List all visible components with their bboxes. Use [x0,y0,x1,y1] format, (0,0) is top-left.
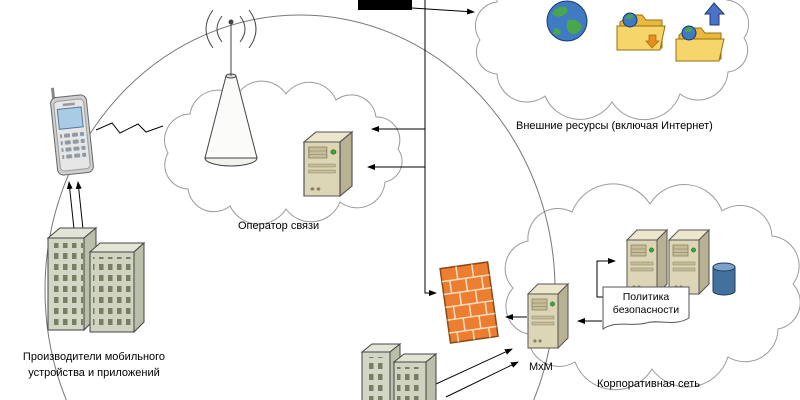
manufacturers-label-line2: устройства и приложений [28,367,160,379]
office-buildings-bottom-icon [360,342,438,400]
mxm-label: МхМ [529,361,553,373]
arrow-policy-to-server [596,258,616,298]
cutoff-box-top [358,0,412,10]
arrow-buildings-to-phone-2 [75,181,84,230]
database-icon [712,262,736,296]
mxm-server-icon [527,283,569,349]
security-policy-label-line2: безопасности [612,303,680,316]
security-policy-document [602,286,690,330]
mobile-phone-icon [50,87,94,176]
office-buildings-left-icon [46,226,146,334]
arrow-buildings-to-mxm-2 [445,361,519,398]
connectors [66,0,616,398]
blue-up-arrow-icon [703,2,726,26]
security-policy-label: Политика безопасности [604,291,688,316]
manufacturers-label: Производители мобильного устройства и пр… [6,349,182,381]
corporate-server-1-icon [626,229,668,295]
corporate-server-2-icon [668,229,710,295]
external-resources-cloud [474,0,750,121]
arrow-buildings-to-phone-1 [66,181,75,230]
operator-cloud [164,80,403,225]
shared-folder-1-icon [616,12,666,51]
arrow-to-external-cloud [411,7,475,15]
operator-server-icon [303,131,353,197]
security-policy-label-line1: Политика [622,291,670,303]
wireless-lightning-link [95,122,164,134]
arrow-to-firewall [424,0,437,296]
earth-globe-icon [546,0,588,42]
operator-cloud-label: Оператор связи [238,220,320,232]
shared-folder-2-icon [675,25,725,62]
cell-tower-icon [204,9,258,167]
arrow-buildings-to-mxm-1 [435,348,513,385]
manufacturers-label-line1: Производители мобильного [22,351,166,363]
external-resources-label: Внешние ресурсы (включая Интернет) [516,120,713,132]
corporate-network-label: Корпоративная сеть [597,378,700,390]
firewall-icon [439,261,499,344]
